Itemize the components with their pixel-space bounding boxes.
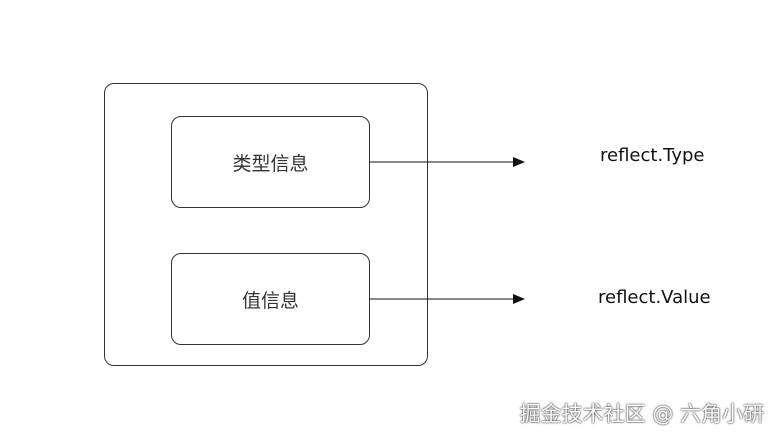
reflect-type-label: reflect.Type bbox=[600, 145, 705, 166]
value-info-box: 值信息 bbox=[171, 253, 370, 345]
value-arrow bbox=[370, 294, 525, 304]
type-info-box: 类型信息 bbox=[171, 116, 370, 208]
type-arrow bbox=[370, 157, 525, 167]
type-info-label: 类型信息 bbox=[232, 152, 309, 175]
reflect-value-label: reflect.Value bbox=[598, 287, 711, 308]
value-info-label: 值信息 bbox=[241, 289, 299, 312]
watermark-text: 掘金技术社区 @ 六角小研 bbox=[519, 402, 764, 426]
